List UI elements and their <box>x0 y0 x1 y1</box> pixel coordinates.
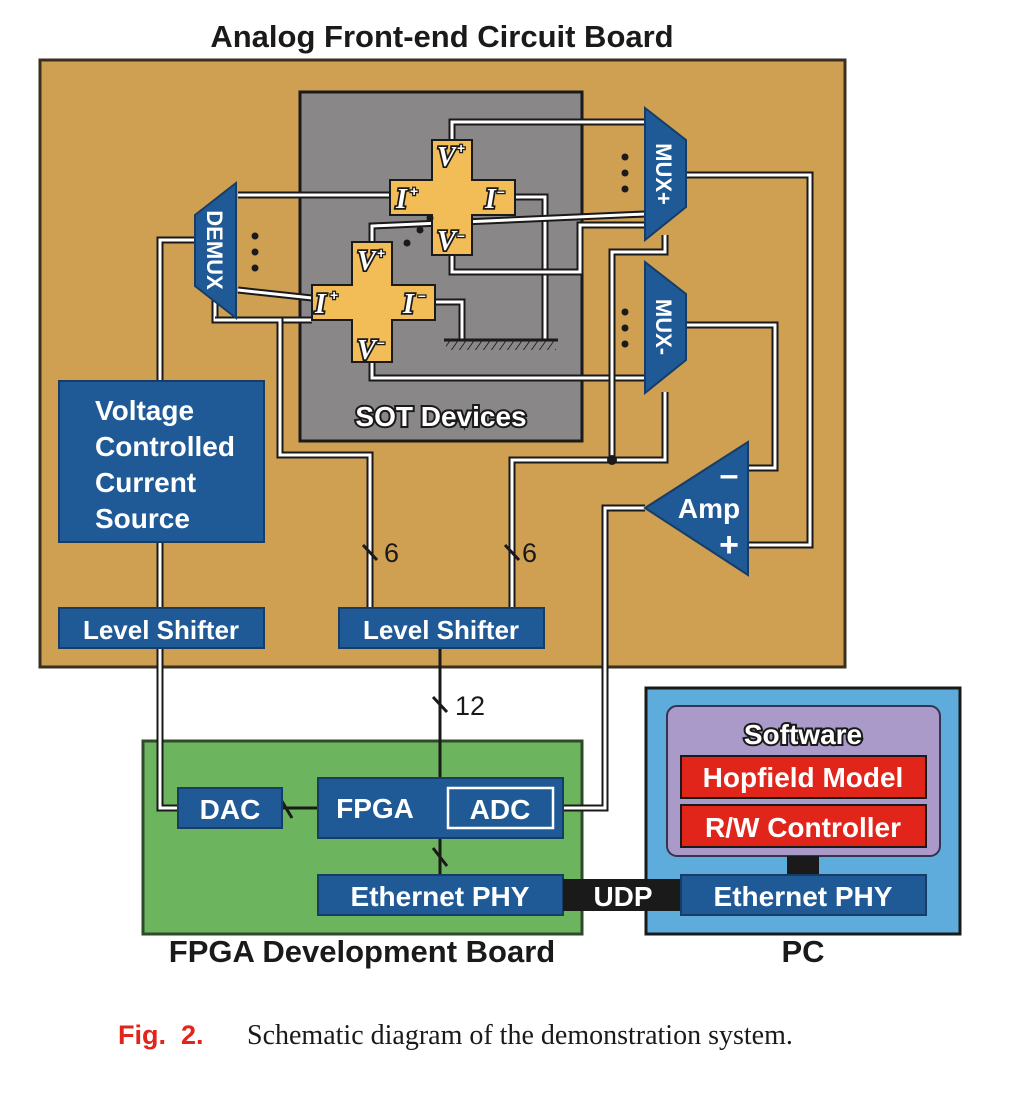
level-shifter-right <box>338 607 545 649</box>
dev1-vminus-label: V <box>437 226 458 257</box>
mux-minus-label: MUX- <box>651 299 676 355</box>
level-shifter-left-label: Level Shifter <box>83 615 239 645</box>
rw-controller-block <box>680 804 927 848</box>
dev2-vplus-sign: + <box>377 245 385 261</box>
software-label: Software <box>744 719 862 750</box>
demux-block <box>194 180 237 321</box>
dev1-vplus-sign: + <box>457 140 465 156</box>
bus-width-right: 6 <box>522 538 537 568</box>
sot-devices-label: SOT Devices <box>355 401 526 432</box>
analog-board-title: Analog Front-end Circuit Board <box>210 19 673 54</box>
dev2-iminus-label: I <box>402 289 415 320</box>
hopfield-label: Hopfield Model <box>703 762 904 793</box>
adc-label: ADC <box>470 794 531 825</box>
device-ellipsis <box>403 214 434 247</box>
amp-minus-sign: – <box>720 456 739 494</box>
mux-minus-ellipsis <box>621 308 629 348</box>
dac-block <box>177 787 283 829</box>
software-ethernet-link <box>787 856 819 875</box>
dev1-iplus-sign: + <box>410 183 418 199</box>
vccs-block <box>58 380 265 543</box>
level-shifter-right-label: Level Shifter <box>363 615 519 645</box>
udp-label: UDP <box>593 881 652 912</box>
dev1-iminus-label: I <box>484 184 497 215</box>
ethernet-phy-fpga-label: Ethernet PHY <box>351 881 530 912</box>
vccs-line-3: Current <box>95 467 196 498</box>
bus-width-left: 6 <box>384 538 399 568</box>
demux-label: DEMUX <box>202 210 227 290</box>
caption-text: Schematic diagram of the demonstration s… <box>247 1020 793 1051</box>
mux-plus-ellipsis <box>621 153 629 193</box>
amp-block <box>643 440 749 577</box>
dev1-iplus-label: I <box>395 184 408 215</box>
wires <box>156 118 814 812</box>
sot-device-2 <box>311 241 436 363</box>
ethernet-phy-pc-label: Ethernet PHY <box>714 881 893 912</box>
pc-board-title: PC <box>781 934 824 969</box>
fpga-label: FPGA <box>336 793 414 824</box>
ethernet-phy-pc <box>680 874 927 916</box>
dev1-vplus-label: V <box>437 142 458 173</box>
udp-link <box>563 879 683 911</box>
vccs-line-2: Controlled <box>95 431 235 462</box>
rw-controller-label: R/W Controller <box>705 812 901 843</box>
mux-plus-label: MUX+ <box>651 143 676 205</box>
dev2-vplus-label: V <box>357 246 378 277</box>
vccs-line-4: Source <box>95 503 190 534</box>
adc-block <box>446 786 555 830</box>
level-shifter-left <box>58 607 265 649</box>
mux-plus-block <box>644 105 687 243</box>
bus-width-fpga: 12 <box>455 691 485 721</box>
amp-label: Amp <box>678 493 740 524</box>
dev1-iminus-sign: – <box>497 183 505 199</box>
junction-dot <box>607 455 617 465</box>
dev2-iminus-sign: – <box>418 287 426 303</box>
amp-plus-sign: + <box>719 526 739 564</box>
dac-label: DAC <box>200 794 261 825</box>
mux-minus-block <box>644 259 687 396</box>
caption-fig-label: Fig. 2. <box>118 1020 204 1050</box>
hopfield-block <box>680 755 927 799</box>
signal-lines <box>278 543 521 875</box>
dev1-vminus-sign: – <box>457 227 465 243</box>
demux-ellipsis <box>251 232 259 272</box>
dev2-iplus-sign: + <box>330 287 338 303</box>
dev2-vminus-sign: – <box>377 334 385 350</box>
ground-symbol <box>444 338 558 350</box>
dev2-vminus-label: V <box>357 335 378 366</box>
vccs-line-1: Voltage <box>95 395 194 426</box>
fpga-board-title: FPGA Development Board <box>169 934 555 969</box>
sot-device-1 <box>389 139 516 256</box>
dev2-iplus-label: I <box>314 289 327 320</box>
